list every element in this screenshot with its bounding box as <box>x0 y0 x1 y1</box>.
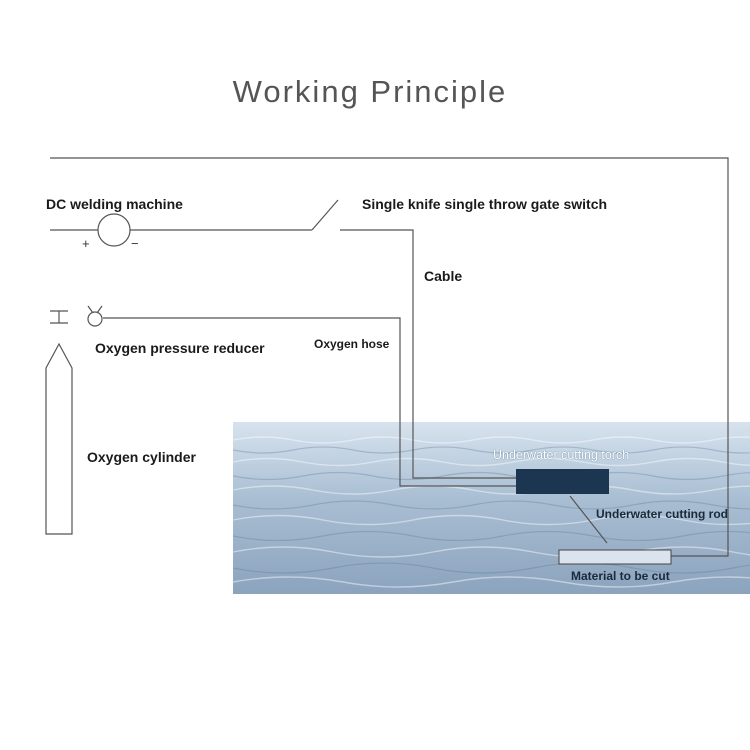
cylinder-valve-icon <box>50 310 68 324</box>
water-background <box>232 422 750 594</box>
oxygen-hose-line <box>103 317 516 487</box>
dc-welding-machine-label: DC welding machine <box>46 196 183 212</box>
gate-switch-label: Single knife single throw gate switch <box>362 196 608 212</box>
oxygen-cylinder-label: Oxygen cylinder <box>87 449 196 465</box>
negative-terminal-label: − <box>131 236 139 251</box>
oxygen-pressure-reducer-label: Oxygen pressure reducer <box>95 340 265 356</box>
positive-terminal-label: + <box>82 236 90 251</box>
cutting-rod <box>569 495 608 544</box>
underwater-cutting-torch-label: Underwater cutting torch <box>493 448 630 462</box>
underwater-cutting-torch-shape <box>516 469 609 494</box>
oxygen-cylinder-shape <box>45 342 73 535</box>
pressure-reducer-icon <box>87 305 103 327</box>
underwater-cutting-rod-label: Underwater cutting rod <box>596 507 729 521</box>
oxygen-hose-label: Oxygen hose <box>314 337 390 351</box>
material-to-be-cut-shape <box>558 549 672 565</box>
return-wire <box>50 157 729 557</box>
gate-switch-blade <box>311 199 339 231</box>
material-to-be-cut-label: Material to be cut <box>571 569 670 583</box>
cable-wire <box>340 229 516 479</box>
cable-label: Cable <box>424 268 463 284</box>
dc-welding-machine-symbol <box>97 213 131 247</box>
diagram-title: Working Principle <box>232 74 508 109</box>
